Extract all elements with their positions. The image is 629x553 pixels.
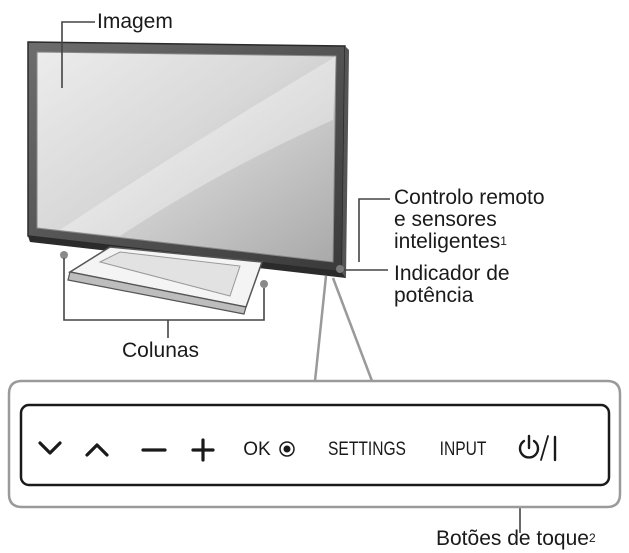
- speaker-dot-right: [260, 280, 268, 288]
- power-icon[interactable]: [518, 434, 557, 462]
- stand-base-inner: [98, 251, 241, 297]
- ok-target-icon: [279, 441, 295, 457]
- settings-button[interactable]: SETTINGS: [328, 439, 406, 460]
- touch-button-panel: [19, 403, 611, 487]
- zoom-lines: [313, 275, 374, 382]
- tv-screen: [36, 51, 337, 263]
- chevron-down-icon[interactable]: [38, 441, 62, 455]
- label-controlo-line2: e sensores: [394, 208, 497, 231]
- input-button[interactable]: INPUT: [439, 439, 487, 460]
- tv-side-edge: [342, 46, 349, 278]
- label-botoes-text: Botões de toque: [436, 527, 589, 550]
- label-botoes: Botões de toque2: [436, 527, 596, 551]
- label-controlo-line1: Controlo remoto: [394, 186, 545, 209]
- ok-button[interactable]: OK: [243, 439, 271, 460]
- label-indicador-line2: potência: [394, 284, 474, 307]
- label-indicador-line1: Indicador de: [394, 262, 510, 285]
- speaker-dot-left: [60, 251, 68, 259]
- label-controlo-text: inteligentes: [394, 230, 501, 253]
- power-indicator-dot: [336, 265, 344, 273]
- label-imagem: Imagem: [97, 10, 173, 33]
- footnote-2: 2: [588, 531, 596, 545]
- stand-base-front: [67, 271, 247, 315]
- plus-icon[interactable]: [191, 438, 215, 462]
- chevron-up-icon[interactable]: [85, 443, 109, 457]
- screen-reflection: [60, 56, 336, 236]
- label-colunas: Colunas: [122, 339, 200, 362]
- footnote-1: 1: [500, 234, 507, 248]
- label-controlo-line3: inteligentes1: [394, 230, 507, 254]
